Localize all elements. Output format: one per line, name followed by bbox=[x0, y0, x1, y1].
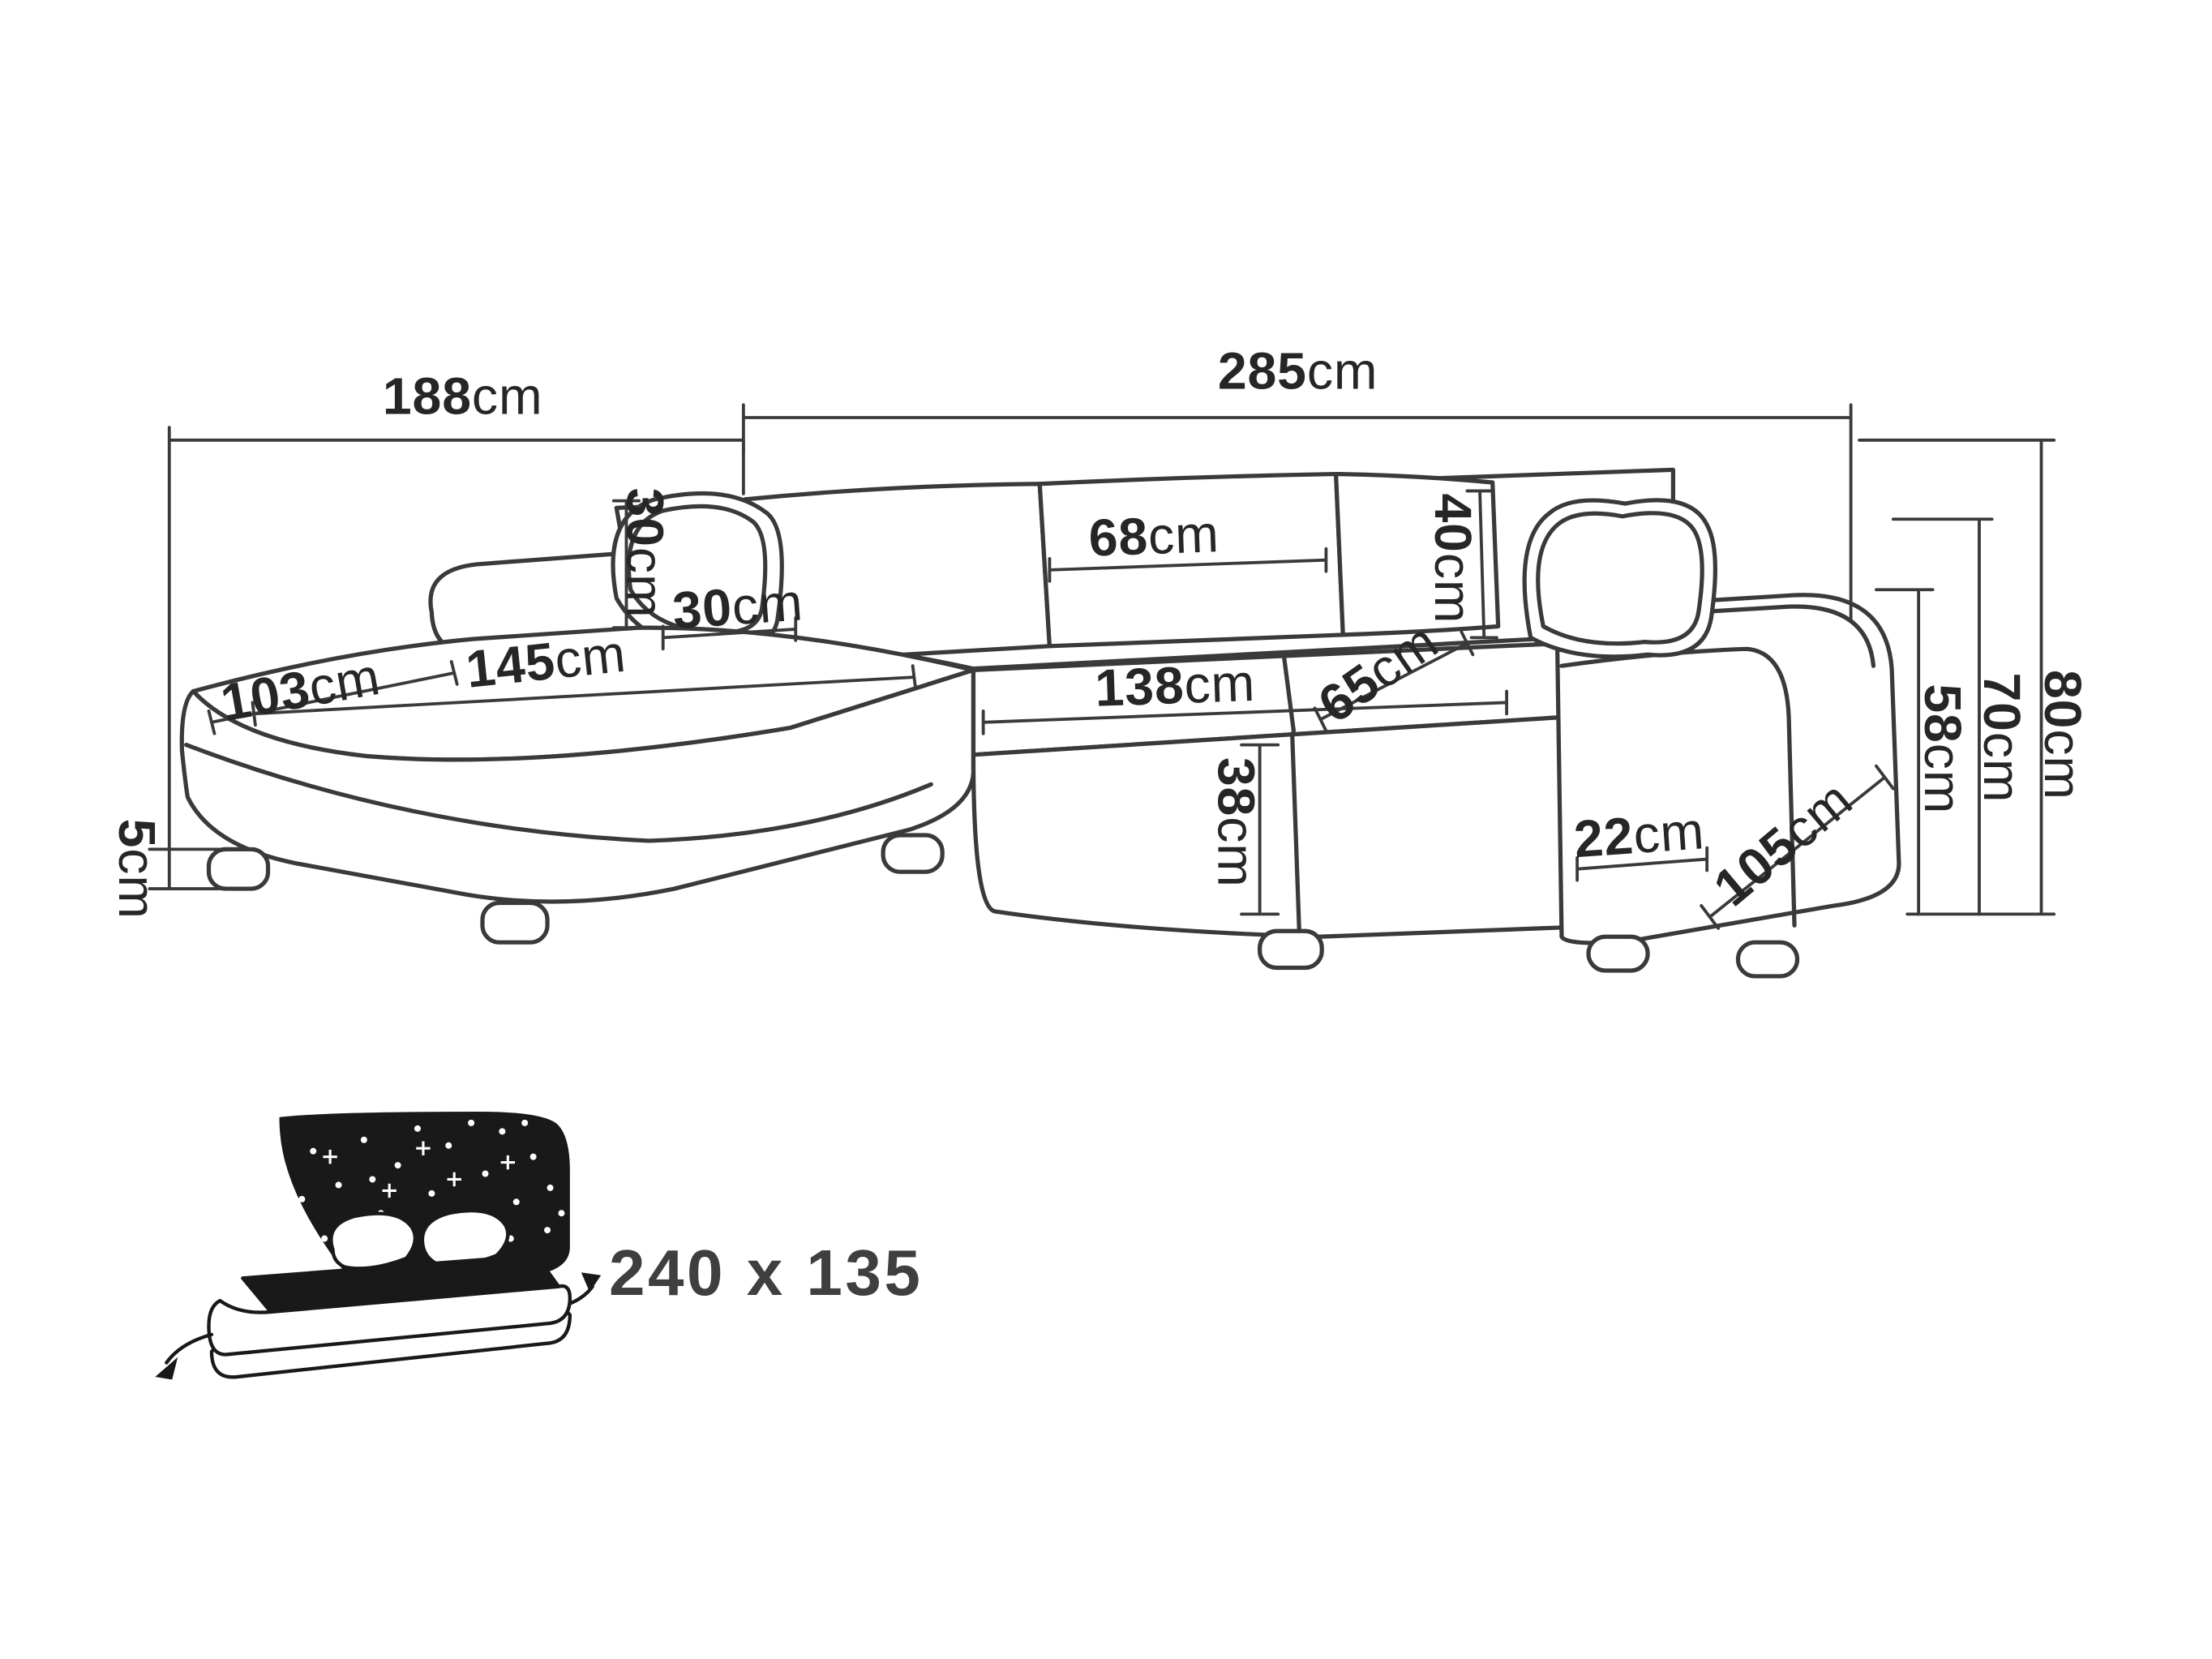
dim-line-height-armrest bbox=[1891, 517, 1994, 916]
dim-line-seat-height bbox=[1240, 743, 1280, 916]
main-seat bbox=[971, 641, 1629, 939]
dim-line-total-width-left bbox=[167, 403, 745, 890]
unfold-arrow-left bbox=[165, 1332, 214, 1365]
dim-line-seat-depth bbox=[1313, 630, 1475, 733]
dim-label-back-cushion-height: 40cm bbox=[1424, 493, 1482, 624]
dim-line-leg-height bbox=[148, 847, 239, 890]
dim-label-back-cushion-width: 68cm bbox=[1087, 504, 1220, 568]
sofa-outline bbox=[179, 467, 1901, 979]
dim-label-height-backrest: 58cm bbox=[1914, 684, 1972, 815]
dim-line-pillow-height bbox=[611, 499, 641, 630]
dim-label-seat-height: 38cm bbox=[1207, 757, 1265, 888]
pillow-right bbox=[1522, 498, 1717, 659]
dim-label-pillow-width: 30cm bbox=[671, 572, 805, 641]
dim-label-height-armrest: 70cm bbox=[1973, 672, 2031, 804]
dim-line-seat-width bbox=[981, 689, 1509, 735]
unfold-arrow-right-head bbox=[581, 1272, 602, 1292]
sofa-bed-icon bbox=[155, 1111, 602, 1380]
dim-label-seat-width: 138cm bbox=[1094, 654, 1257, 718]
dim-label-total-width-left: 188cm bbox=[382, 367, 543, 426]
dim-line-height-backrest bbox=[1875, 588, 1935, 916]
dim-line-armrest-width bbox=[1575, 846, 1709, 882]
dim-line-back-cushion-height bbox=[1465, 489, 1498, 640]
dim-line-chaise-width bbox=[207, 660, 459, 735]
dim-label-leg-height: 5cm bbox=[108, 818, 166, 920]
bed-pillow-left bbox=[329, 1211, 418, 1271]
dim-line-back-cushion-width bbox=[1048, 547, 1328, 583]
dim-line-pillow-width bbox=[661, 616, 798, 651]
chaise-section bbox=[179, 625, 976, 904]
dim-label-total-width-right: 285cm bbox=[1217, 341, 1378, 401]
bed-mattress bbox=[155, 1208, 602, 1380]
dim-label-pillow-height: 30cm bbox=[615, 487, 674, 619]
bed-base-front bbox=[207, 1284, 572, 1357]
dim-label-height-total: 80cm bbox=[2033, 669, 2092, 800]
dim-line-total-width-right bbox=[741, 403, 1853, 623]
dimension-lines bbox=[148, 403, 2056, 930]
dim-label-armrest-width: 22cm bbox=[1571, 801, 1707, 869]
unfold-arrow-left-head bbox=[155, 1357, 178, 1380]
sleeping-area-size-label: 240 x 135 bbox=[609, 1236, 924, 1310]
dim-line-side-depth bbox=[1700, 764, 1895, 930]
